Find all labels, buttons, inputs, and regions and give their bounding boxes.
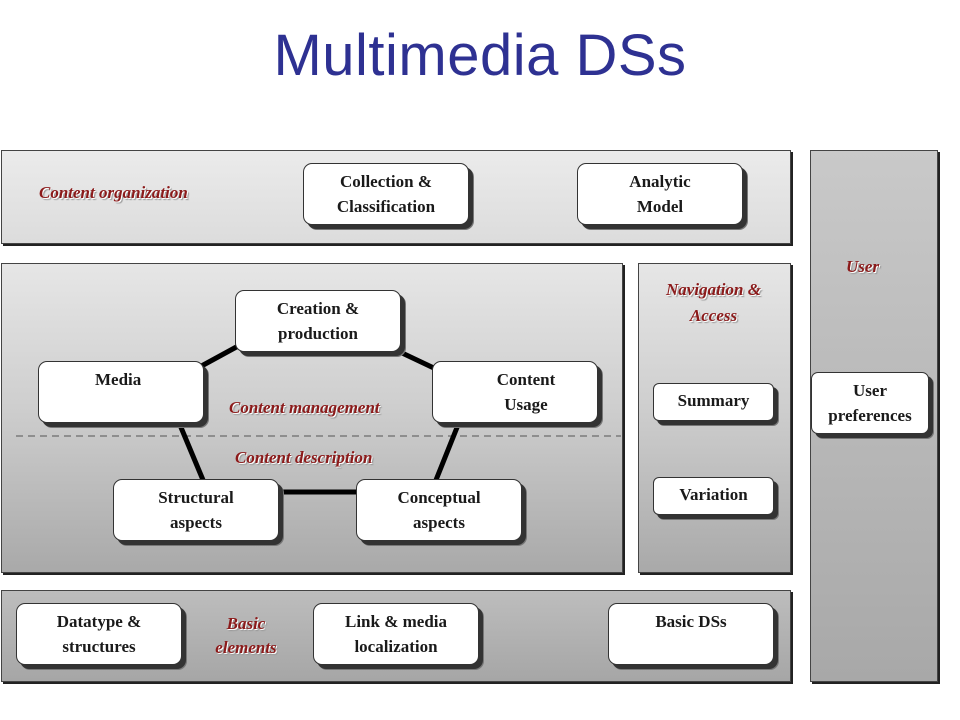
summary-box: Summary bbox=[653, 383, 774, 421]
content-description-label: Content description bbox=[235, 448, 373, 467]
content-organization-label: Content organization bbox=[39, 183, 188, 202]
content-management-label: Content management bbox=[229, 398, 380, 417]
collection-classification-box: Collection &Classification bbox=[303, 163, 469, 225]
media-box: Media bbox=[38, 361, 204, 423]
creation-production-box: Creation &production bbox=[235, 290, 401, 352]
variation-box: Variation bbox=[653, 477, 774, 515]
link-creation-content-usage bbox=[398, 349, 440, 373]
link-media-structural bbox=[177, 424, 206, 481]
basic-elements-label: Basic elements bbox=[215, 614, 277, 657]
basic-dss-box: Basic DSs bbox=[608, 603, 774, 665]
navigation-access-label: Navigation & Access bbox=[666, 280, 761, 325]
datatype-structures-box: Datatype &structures bbox=[16, 603, 182, 665]
link-content-usage-conceptual bbox=[433, 424, 461, 481]
user-label: User bbox=[846, 257, 880, 276]
page-title: Multimedia DSs bbox=[273, 23, 687, 88]
